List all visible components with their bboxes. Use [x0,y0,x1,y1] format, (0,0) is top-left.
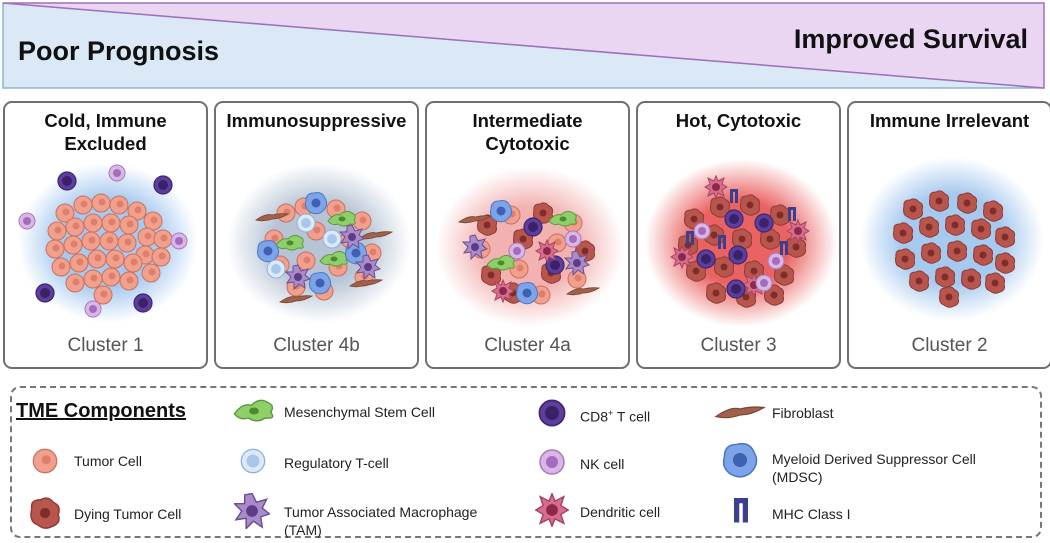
hot-cytotoxic-illustration [645,159,837,327]
legend-mdsc: Myeloid Derived Suppressor Cell(MDSC) [772,451,976,485]
mhc-class-i-icon [734,498,748,523]
legend-dc: Dendritic cell [580,504,661,520]
legend-dying-tumor-cell: Dying Tumor Cell [74,506,182,522]
dendritic-cell-icon [535,493,569,527]
legend-nk: NK cell [580,456,625,472]
nk-cell-icon [539,449,565,475]
panel-title: Immune Irrelevant [869,110,1030,131]
immune-irrelevant-illustration [860,157,1044,321]
fibroblast-icon [715,406,765,419]
mdsc-icon [722,442,758,478]
legend-tam: Tumor Associated Macrophage(TAM) [284,504,478,538]
legend-tumor-cell: Tumor Cell [74,453,142,469]
legend-msc: Mesenchymal Stem Cell [284,404,435,420]
tumor-cell-icon [32,448,58,474]
legend-fibroblast: Fibroblast [772,405,834,421]
legend-title: TME Components [16,400,186,422]
regulatory-t-cell-icon [240,448,266,474]
poor-prognosis-label: Poor Prognosis [18,36,220,66]
panel-cluster-4b: Immunosuppressive Cluster 4b [214,101,419,369]
tme-legend-box [10,386,1042,538]
dying-tumor-cell-icon [30,497,60,529]
immunosuppressive-tumor-illustration [227,163,411,323]
panel-title: Hot, Cytotoxic [675,110,802,131]
intermediate-cytotoxic-illustration [436,167,624,327]
macrophage-icon [234,493,270,529]
cluster-label: Cluster 3 [700,335,777,356]
cd8-t-cell-icon [538,399,566,427]
legend-treg: Regulatory T-cell [284,455,389,471]
legend-mhc: MHC Class I [772,506,851,522]
cold-tumor-illustration [18,163,198,323]
improved-survival-wedge [2,2,1045,89]
cluster-label: Cluster 2 [911,335,988,356]
improved-survival-label: Improved Survival [793,24,1028,54]
panel-cluster-3: Hot, Cytotoxic Cluster 3 [636,101,841,369]
legend-cd8: CD8+ T cell [580,408,651,425]
cluster-label: Cluster 1 [67,335,144,356]
panel-cluster-2: Immune Irrelevant Cluster 2 [847,101,1050,369]
panel-title: Immunosuppressive [226,110,407,131]
cluster-label: Cluster 4a [484,335,571,356]
cluster-label: Cluster 4b [273,335,360,356]
mesenchymal-stem-cell-icon [233,399,274,422]
prognosis-gradient-banner [2,2,1045,89]
